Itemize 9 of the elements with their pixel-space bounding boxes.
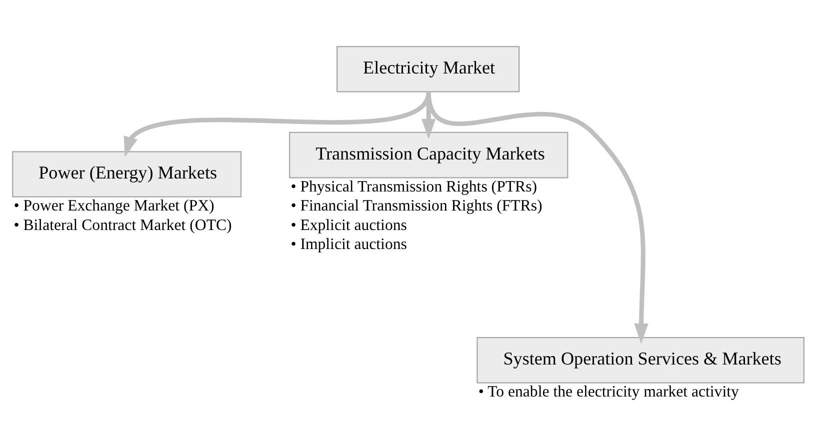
node-label: • To enable the electricity market activity <box>478 384 739 401</box>
node-label: • Implicit auctions <box>290 236 407 254</box>
node-label: • Bilateral Contract Market (OTC) <box>14 216 232 234</box>
node-label: • Explicit auctions <box>290 216 407 234</box>
arrow <box>426 91 648 344</box>
node-label: • Physical Transmission Rights (PTRs) <box>290 178 538 196</box>
node-label: • Power Exchange Market (PX) <box>14 198 214 215</box>
arrow <box>124 90 431 158</box>
node-label: • Financial Transmission Rights (FTRs) <box>290 198 542 215</box>
